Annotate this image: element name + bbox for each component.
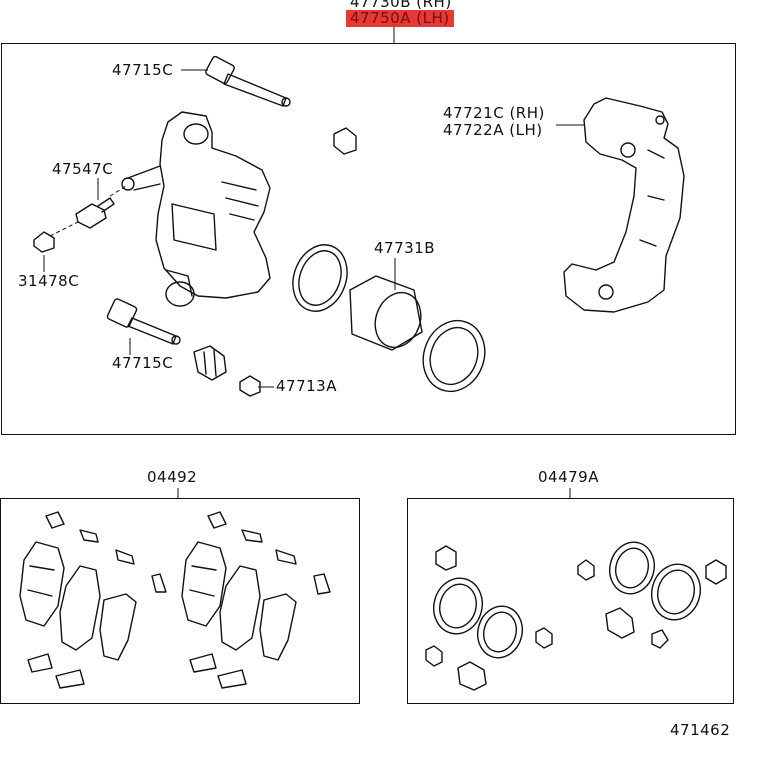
slide-bolt-lower-drawing	[106, 298, 181, 345]
figure-id: 471462	[670, 721, 731, 739]
label-bolt-upper[interactable]: 47715C	[112, 61, 174, 79]
slide-boot-drawing	[193, 127, 357, 397]
label-pad-kit[interactable]: 04492	[147, 468, 198, 486]
caliper-assembly-box	[1, 43, 736, 435]
assembly-rh-label: 47730B (RH)	[350, 0, 452, 11]
label-seal-kit[interactable]: 04479A	[538, 468, 599, 486]
mounting-bracket-drawing	[563, 97, 685, 313]
pad-kit-drawing	[19, 511, 331, 689]
label-bleeder-cap[interactable]: 31478C	[18, 272, 80, 290]
label-mounting-rh[interactable]: 47721C (RH)	[443, 104, 545, 122]
slide-bolt-upper-drawing	[205, 55, 291, 107]
seal-kit-drawing	[425, 541, 727, 691]
label-boot[interactable]: 47713A	[276, 377, 337, 395]
label-bolt-lower[interactable]: 47715C	[112, 354, 174, 372]
label-bleeder[interactable]: 47547C	[52, 160, 114, 178]
piston-seal-drawing	[292, 244, 486, 393]
label-mounting-lh[interactable]: 47722A (LH)	[443, 121, 543, 139]
leader-lines	[43, 27, 585, 498]
pad-kit-box	[0, 498, 360, 704]
bleeder-drawing	[33, 197, 115, 253]
seal-kit-box	[407, 498, 734, 704]
caliper-body-drawing	[121, 111, 271, 307]
assembly-lh-label-highlighted[interactable]: 47750A (LH)	[346, 10, 454, 27]
label-piston[interactable]: 47731B	[374, 239, 436, 257]
